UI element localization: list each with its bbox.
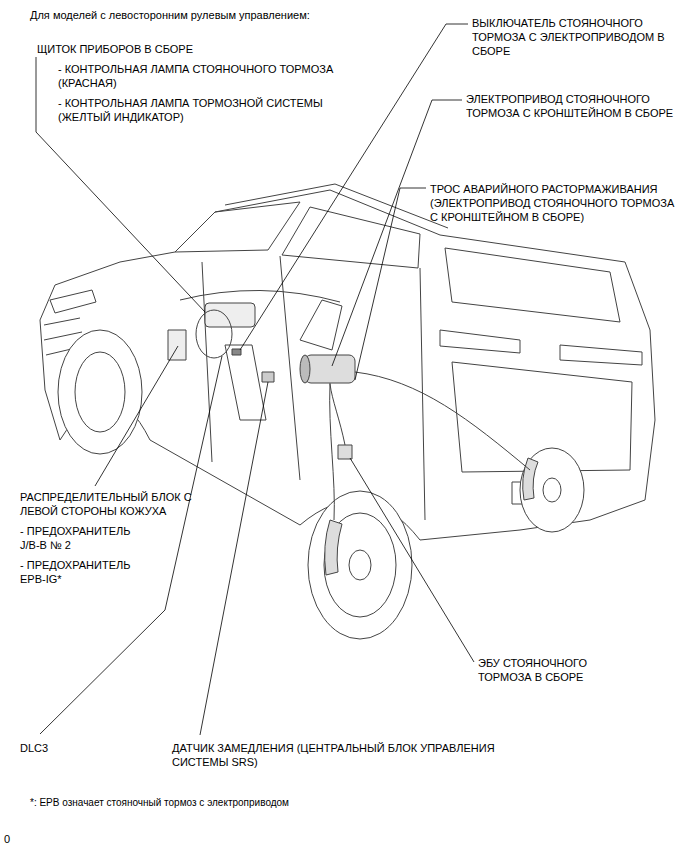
car-body [40, 190, 655, 540]
brake-cable [355, 372, 530, 470]
callout-label: DLC3 [20, 741, 80, 755]
seat [300, 300, 342, 350]
callout-label: ЭЛЕКТРОПРИВОД СТОЯНОЧНОГО ТОРМОЗА С КРОН… [466, 92, 681, 120]
callout-label: - КОНТРОЛЬНАЯ ЛАМПА СТОЯНОЧНОГО ТОРМОЗА … [58, 62, 388, 90]
callout-label: РАСПРЕДЕЛИТЕЛЬНЫЙ БЛОК С ЛЕВОЙ СТОРОНЫ К… [20, 490, 210, 518]
leader-line [200, 382, 268, 735]
windshield [175, 202, 300, 252]
tail-light [440, 330, 520, 353]
caliper [523, 458, 538, 500]
rear-window [445, 248, 620, 322]
leader-line [36, 57, 205, 312]
wire [330, 384, 345, 445]
callout-label: ЩИТОК ПРИБОРОВ В СБОРЕ [37, 42, 337, 56]
junction-block [168, 330, 186, 360]
diagram-title: Для моделей с левосторонним рулевым упра… [30, 8, 450, 22]
callout-label: ТРОС АВАРИЙНОГО РАСТОРМАЖИВАНИЯ (ЭЛЕКТРО… [430, 182, 680, 224]
wheel [58, 330, 142, 454]
side-window [282, 207, 420, 268]
epb-actuator [305, 355, 355, 383]
dashboard [180, 290, 340, 302]
leader-line [332, 100, 462, 366]
callout-label: ДАТЧИК ЗАМЕДЛЕНИЯ (ЦЕНТРАЛЬНЫЙ БЛОК УПРА… [172, 741, 532, 769]
brake-cable [330, 383, 335, 520]
tail-light [560, 345, 642, 365]
hub [543, 478, 561, 502]
callout-label: ЭБУ СТОЯНОЧНОГО ТОРМОЗА В СБОРЕ [478, 656, 618, 684]
callout-label: ВЫКЛЮЧАТЕЛЬ СТОЯНОЧНОГО ТОРМОЗА С ЭЛЕКТР… [472, 16, 672, 58]
hub [349, 550, 371, 580]
footnote: *: EPB означает стояночный тормоз с элек… [30, 796, 450, 810]
leader-line [350, 458, 474, 662]
headlight [50, 290, 96, 313]
callout-label: - ПРЕДОХРАНИТЕЛЬ EPB-IG* [20, 558, 145, 586]
callout-label: - ПРЕДОХРАНИТЕЛЬ J/B-B № 2 [20, 524, 145, 552]
epb-actuator [300, 355, 310, 383]
brake-disc [520, 448, 584, 532]
console [225, 345, 266, 420]
epb-switch [232, 349, 241, 355]
wheel [308, 491, 412, 639]
callout-label: - КОНТРОЛЬНАЯ ЛАМПА ТОРМОЗНОЙ СИСТЕМЫ (Ж… [58, 96, 358, 124]
leader-line [95, 346, 178, 486]
brake-disc [324, 513, 396, 617]
wheel [75, 352, 125, 432]
page-mark: 0 [4, 832, 24, 846]
leader-line [355, 188, 426, 380]
epb-ecu [338, 445, 352, 459]
srs-unit [262, 372, 274, 382]
roof-rail [225, 184, 448, 228]
caliper [325, 520, 342, 575]
